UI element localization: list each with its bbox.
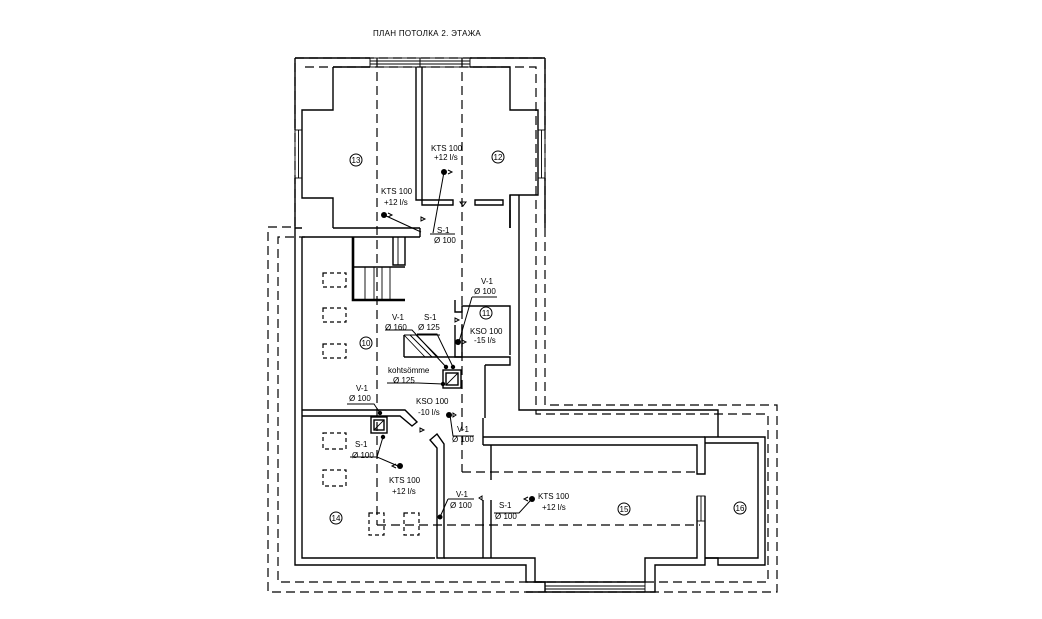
- leader-lines: [347, 169, 535, 520]
- svg-text:V-1: V-1: [457, 425, 470, 434]
- svg-text:S-1: S-1: [355, 440, 368, 449]
- svg-text:+12 l/s: +12 l/s: [542, 503, 566, 512]
- svg-text:V-1: V-1: [481, 277, 494, 286]
- svg-text:10: 10: [362, 339, 371, 348]
- svg-text:Ø 125: Ø 125: [393, 376, 415, 385]
- svg-text:KSO 100: KSO 100: [416, 397, 449, 406]
- vent-unit-lower: [370, 416, 388, 434]
- svg-text:-15 l/s: -15 l/s: [474, 336, 496, 345]
- svg-text:14: 14: [332, 514, 341, 523]
- annotation-v1-hall: V-1 Ø 100: [452, 425, 474, 444]
- svg-text:11: 11: [482, 309, 491, 318]
- svg-text:13: 13: [352, 156, 361, 165]
- svg-text:+12 l/s: +12 l/s: [384, 198, 408, 207]
- annotation-kts-room14: KTS 100 +12 l/s: [389, 476, 421, 496]
- svg-text:Ø 100: Ø 100: [452, 435, 474, 444]
- svg-text:-10 l/s: -10 l/s: [418, 408, 440, 417]
- room-14: 14: [329, 511, 343, 525]
- svg-text:+12 l/s: +12 l/s: [392, 487, 416, 496]
- svg-text:15: 15: [620, 505, 629, 514]
- room-15: 15: [617, 502, 631, 516]
- svg-text:kohtsömme: kohtsömme: [388, 366, 430, 375]
- svg-text:S-1: S-1: [437, 226, 450, 235]
- annotation-kso-hall: KSO 100 -10 l/s: [416, 397, 449, 417]
- annotation-v1-bottom: V-1 Ø 100: [450, 490, 472, 510]
- annotation-s1-room14: S-1 Ø 100: [352, 440, 374, 460]
- svg-text:Ø 100: Ø 100: [450, 501, 472, 510]
- svg-text:V-1: V-1: [456, 490, 469, 499]
- svg-text:KTS 100: KTS 100: [431, 144, 463, 153]
- svg-text:KTS 100: KTS 100: [381, 187, 413, 196]
- annotation-kts-room12: KTS 100 +12 l/s: [431, 144, 463, 162]
- svg-text:V-1: V-1: [356, 384, 369, 393]
- ceiling-fixtures: [322, 272, 420, 536]
- annotation-kohtsomme: kohtsömme Ø 125: [388, 366, 430, 385]
- annotation-s1-top: S-1 Ø 100: [434, 226, 456, 245]
- svg-text:Ø 160: Ø 160: [385, 323, 407, 332]
- svg-text:Ø 100: Ø 100: [474, 287, 496, 296]
- annotation-kts-room15: KTS 100 +12 l/s: [538, 492, 570, 512]
- exterior-walls: [294, 57, 766, 593]
- windows: [294, 57, 706, 593]
- svg-text:Ø 125: Ø 125: [418, 323, 440, 332]
- svg-text:Ø 100: Ø 100: [352, 451, 374, 460]
- svg-text:S-1: S-1: [499, 501, 512, 510]
- svg-text:+12 l/s: +12 l/s: [434, 153, 458, 162]
- svg-text:S-1: S-1: [424, 313, 437, 322]
- annotation-s1-room15: S-1 Ø 100: [495, 501, 517, 521]
- annotation-kso-room11: KSO 100 -15 l/s: [470, 327, 503, 345]
- room-12: 12: [491, 150, 505, 164]
- svg-text:12: 12: [494, 153, 503, 162]
- annotation-v1-room11: V-1 Ø 100: [474, 277, 496, 296]
- room-13: 13: [349, 153, 363, 167]
- svg-text:KTS 100: KTS 100: [538, 492, 570, 501]
- ceiling-dashed-lines: [376, 58, 700, 526]
- svg-text:KSO 100: KSO 100: [470, 327, 503, 336]
- svg-text:V-1: V-1: [392, 313, 405, 322]
- vent-unit-upper: [442, 369, 462, 389]
- annotation-kts-room13: KTS 100 +12 l/s: [381, 187, 413, 207]
- svg-text:Ø 100: Ø 100: [495, 512, 517, 521]
- ventilation-units: [370, 369, 462, 434]
- drawing-title: ПЛАН ПОТОЛКА 2. ЭТАЖА: [373, 29, 481, 38]
- svg-text:Ø 100: Ø 100: [349, 394, 371, 403]
- annotation-v1-room10: V-1 Ø 100: [349, 384, 371, 403]
- svg-text:KTS 100: KTS 100: [389, 476, 421, 485]
- annotation-v1-160: V-1 Ø 160: [385, 313, 407, 332]
- room-11: 11: [479, 306, 493, 320]
- room-10: 10: [359, 336, 373, 350]
- svg-text:16: 16: [736, 504, 745, 513]
- interior-walls: [302, 67, 511, 559]
- room-16: 16: [733, 501, 747, 515]
- annotation-s1-125: S-1 Ø 125: [418, 313, 440, 332]
- svg-text:Ø 100: Ø 100: [434, 236, 456, 245]
